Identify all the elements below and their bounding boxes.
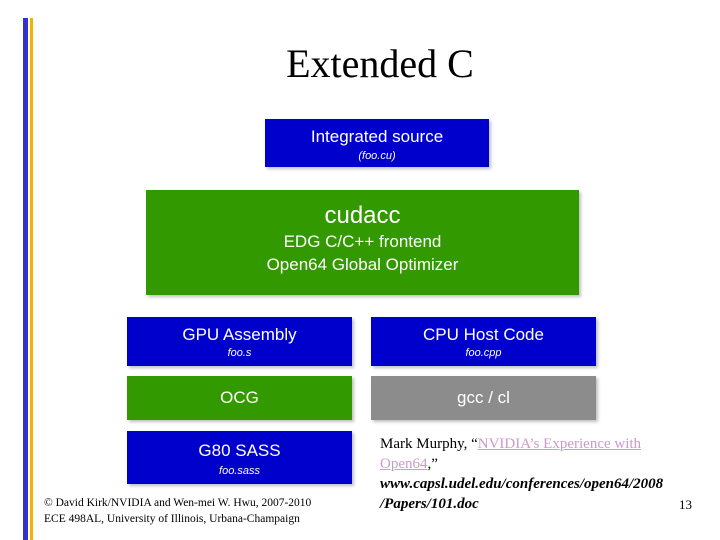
- reference-link[interactable]: NVIDIA’s Experience with Open64: [380, 436, 642, 472]
- ocg-box: OCG: [127, 376, 352, 420]
- reference-citation: Mark Murphy, “NVIDIA’s Experience with O…: [380, 434, 680, 514]
- integrated-source-file: (foo.cu): [358, 150, 396, 162]
- g80-sass-file: foo.sass: [219, 465, 260, 477]
- reference-url-1: www.capsl.udel.edu/conferences/open64/20…: [380, 476, 664, 492]
- gcc-box: gcc / cl: [371, 376, 596, 420]
- reference-url-2: /Papers/101.doc: [380, 496, 479, 512]
- reference-quote-end: ,”: [427, 456, 438, 472]
- cudacc-label: cudacc: [324, 202, 401, 229]
- left-accent-bar-gold: [30, 18, 33, 540]
- gpu-assembly-file: foo.s: [227, 347, 252, 359]
- integrated-source-label: Integrated source: [310, 127, 444, 146]
- page-number: 13: [679, 497, 692, 512]
- gpu-assembly-label: GPU Assembly: [182, 325, 297, 344]
- cudacc-optimizer: Open64 Global Optimizer: [266, 255, 459, 274]
- integrated-source-box: Integrated source (foo.cu): [265, 119, 489, 167]
- course-line: ECE 498AL, University of Illinois, Urban…: [44, 513, 300, 525]
- g80-sass-box: G80 SASS foo.sass: [127, 431, 352, 484]
- cudacc-frontend: EDG C/C++ frontend: [283, 232, 442, 251]
- cpu-host-code-label: CPU Host Code: [423, 325, 544, 344]
- copyright-footer: © David Kirk/NVIDIA and Wen-mei W. Hwu, …: [44, 495, 311, 527]
- reference-author: Mark Murphy, “: [380, 436, 478, 452]
- slide-title: Extended C: [286, 41, 474, 86]
- cpu-host-code-box: CPU Host Code foo.cpp: [371, 317, 596, 366]
- gpu-assembly-box: GPU Assembly foo.s: [127, 317, 352, 366]
- cpu-host-code-file: foo.cpp: [465, 347, 502, 359]
- cudacc-box: cudacc EDG C/C++ frontend Open64 Global …: [146, 190, 579, 295]
- g80-sass-label: G80 SASS: [198, 441, 281, 460]
- copyright-line: © David Kirk/NVIDIA and Wen-mei W. Hwu, …: [44, 497, 312, 509]
- left-accent-bar: [23, 18, 28, 540]
